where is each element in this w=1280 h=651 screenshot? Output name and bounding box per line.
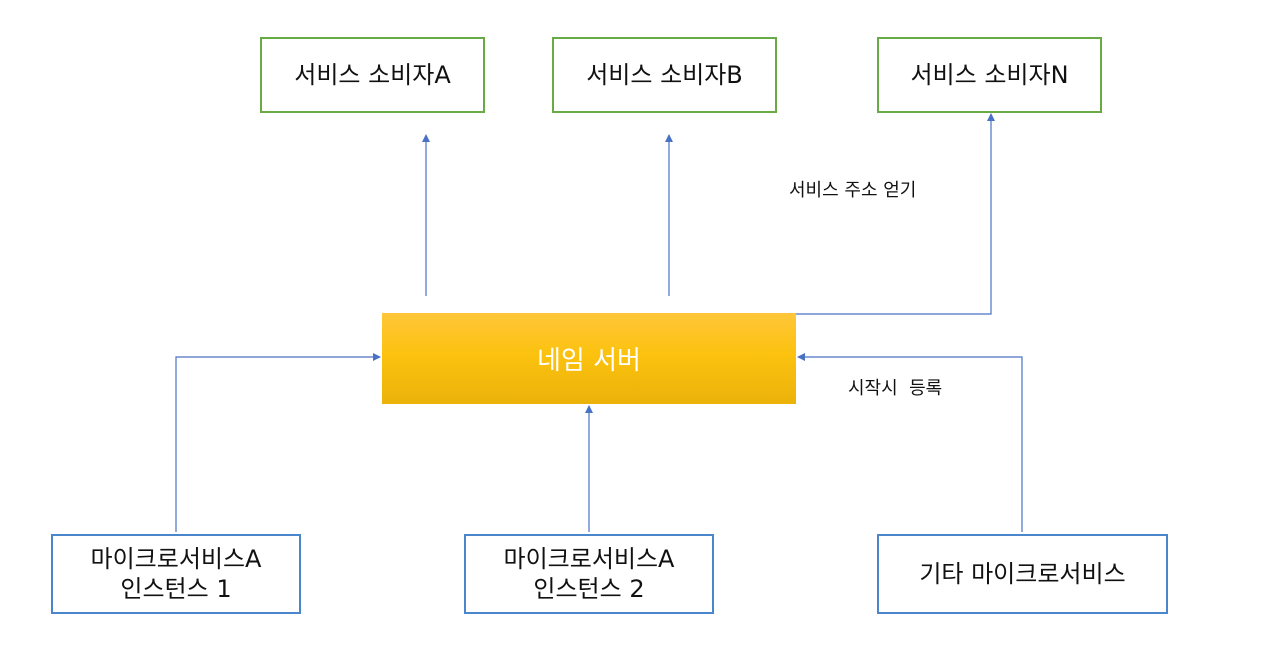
consumer-b-box: 서비스 소비자B [552, 37, 777, 113]
instance-2-box: 마이크로서비스A 인스턴스 2 [464, 534, 714, 614]
instance-1-box: 마이크로서비스A 인스턴스 1 [51, 534, 301, 614]
instance-2-line2: 인스턴스 2 [533, 575, 645, 603]
register-label: 시작시 등록 [848, 378, 943, 399]
instance-1-line1: 마이크로서비스A [90, 545, 262, 573]
arrow-from-instance-1 [175, 353, 381, 532]
instance-1-line2: 인스턴스 1 [120, 575, 232, 603]
name-server-box: 네임 서버 [382, 313, 796, 404]
lookup-label: 서비스 주소 얻기 [789, 180, 917, 201]
other-service-box: 기타 마이크로서비스 [877, 534, 1168, 614]
instance-2-line1: 마이크로서비스A [503, 545, 675, 573]
arrow-to-consumer-n [757, 113, 995, 315]
other-service-label: 기타 마이크로서비스 [919, 560, 1126, 588]
consumer-a-box: 서비스 소비자A [260, 37, 485, 113]
consumer-b-label: 서비스 소비자B [586, 61, 743, 89]
name-server-label: 네임 서버 [537, 346, 641, 376]
consumer-a-label: 서비스 소비자A [294, 61, 451, 89]
consumer-n-label: 서비스 소비자N [910, 61, 1069, 89]
arrow-from-other-service [797, 353, 1023, 532]
consumer-n-box: 서비스 소비자N [877, 37, 1102, 113]
